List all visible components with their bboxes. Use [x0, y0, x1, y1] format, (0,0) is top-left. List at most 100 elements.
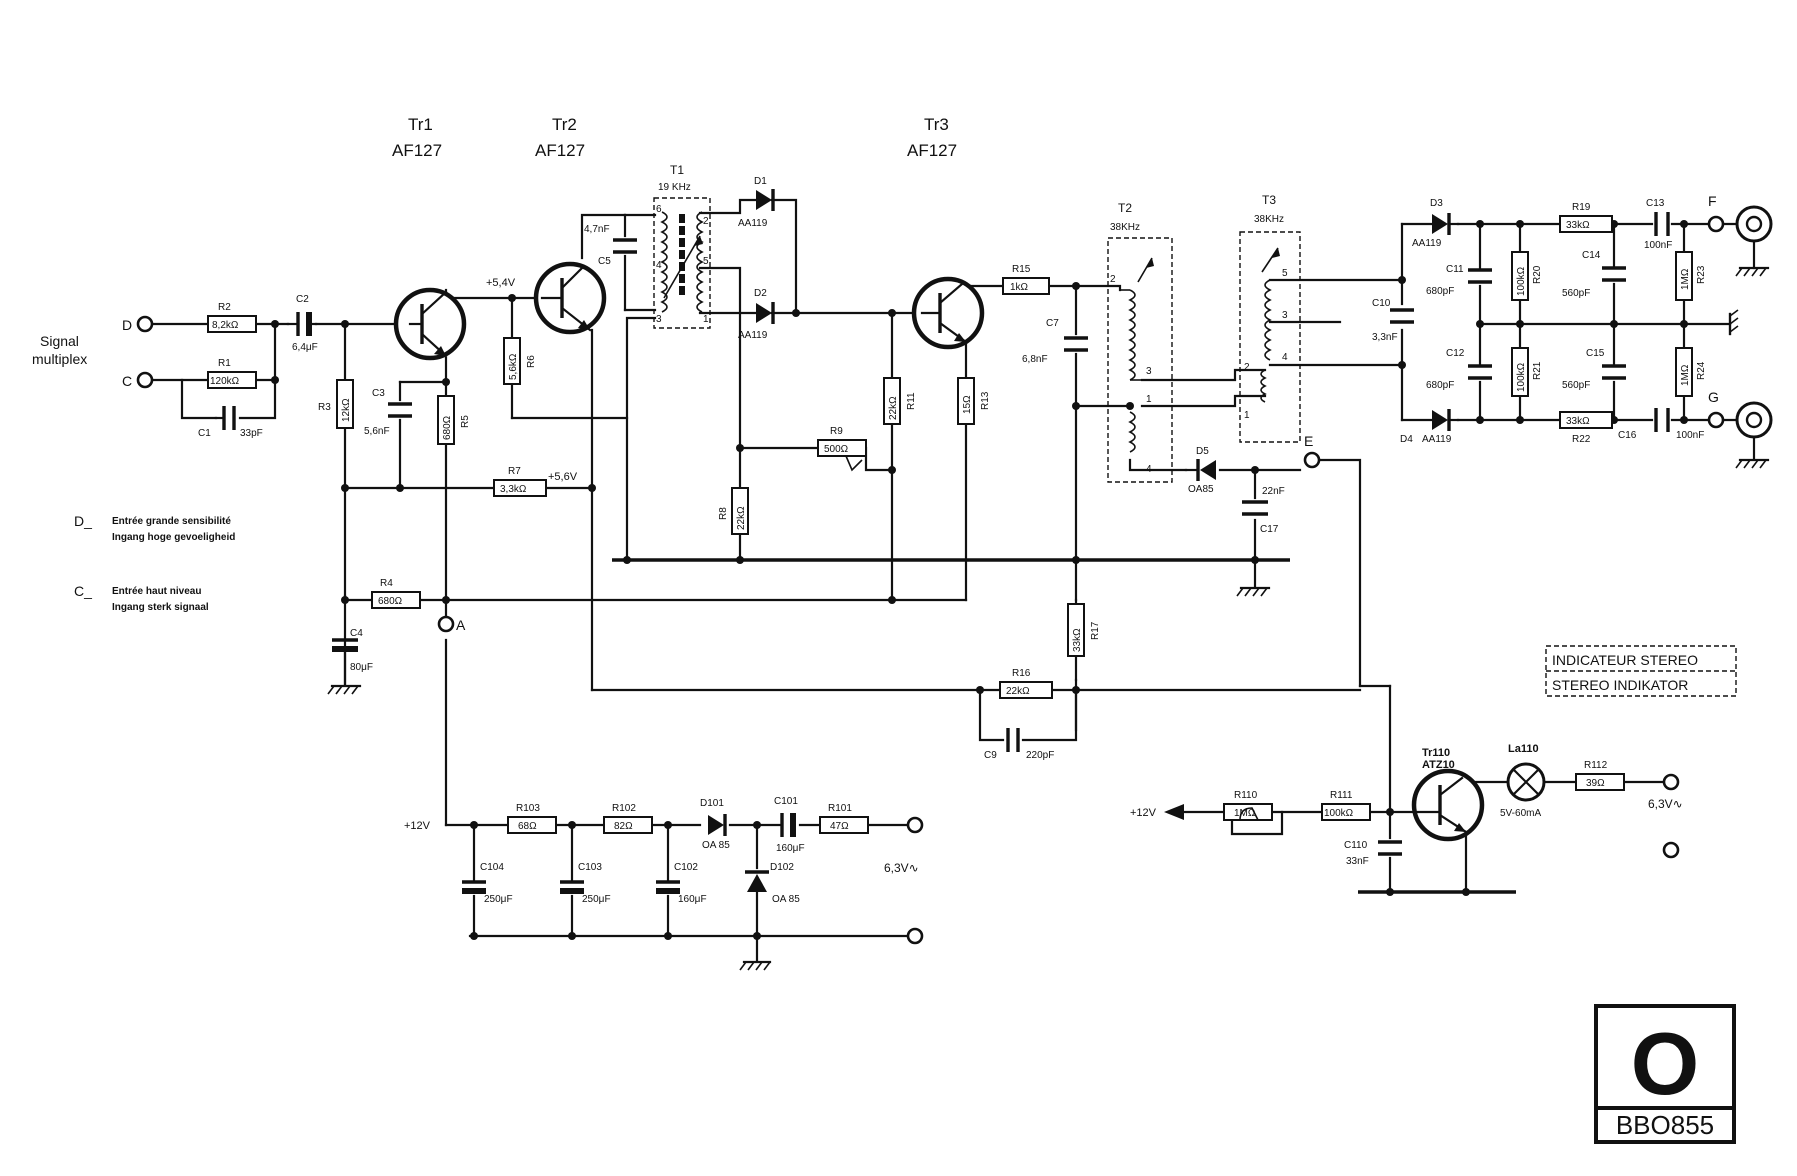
r9-wiper: [845, 455, 863, 472]
d4-name: D4: [1400, 434, 1413, 445]
c5-value: 4,7nF: [584, 224, 610, 235]
t1-freq: 19 KHz: [658, 182, 691, 193]
terminal-e: [1303, 451, 1321, 469]
capacitor-c3: [388, 402, 412, 418]
c7-name: C7: [1046, 318, 1059, 329]
r23-value: 1MΩ: [1680, 268, 1691, 290]
r21-value: 100kΩ: [1516, 362, 1527, 392]
resistor-r112: [1575, 773, 1625, 791]
tr1-type: AF127: [392, 141, 442, 160]
input-terminal-c: [136, 371, 154, 389]
r110-wiper: [1239, 807, 1259, 821]
r112-value: 39Ω: [1586, 778, 1605, 789]
tr2-name: Tr2: [552, 115, 577, 134]
tr1-name: Tr1: [408, 115, 433, 134]
c102-value: 160μF: [678, 894, 707, 905]
r5-value: 680Ω: [442, 415, 453, 440]
r3-value: 12kΩ: [341, 398, 352, 422]
resistor-r15: [1002, 277, 1050, 295]
legend-d-key: D_: [74, 513, 92, 529]
capacitor-c9: [1006, 728, 1020, 752]
ground-icon: [1728, 309, 1739, 336]
d5-name: D5: [1196, 446, 1209, 457]
terminal-g-label: G: [1708, 389, 1719, 405]
resistor-r102: [603, 816, 653, 834]
resistor-r2: [207, 315, 257, 333]
ac-input-indicator-label: 6,3V∿: [1648, 797, 1683, 811]
legend-c-key: C_: [74, 583, 92, 599]
d2-name: D2: [754, 288, 767, 299]
diode-d101: [708, 814, 727, 836]
r13-name: R13: [980, 391, 991, 410]
diode-d1: [756, 189, 775, 211]
document-badge: O BBO855: [1594, 1004, 1736, 1144]
c14-value: 560pF: [1562, 288, 1590, 299]
resistor-r11: [883, 377, 901, 425]
supply-12v-label: +12V: [404, 820, 431, 832]
t2-freq: 38KHz: [1110, 222, 1140, 233]
t1-pin-3: 3: [656, 314, 662, 325]
supply-12v-out-label: +12V: [1130, 807, 1157, 819]
r19-name: R19: [1572, 202, 1591, 213]
signal-label-2: multiplex: [32, 351, 87, 367]
r22-value: 33kΩ: [1566, 416, 1590, 427]
c3-value: 5,6nF: [364, 426, 390, 437]
r7-node-voltage: +5,6V: [548, 471, 578, 483]
d2-type: AA119: [738, 330, 768, 341]
ground-icon: [1236, 586, 1271, 597]
capacitor-c16: [1654, 408, 1670, 432]
c7-value: 6,8nF: [1022, 354, 1048, 365]
c15-name: C15: [1586, 348, 1605, 359]
resistor-r7: [493, 479, 547, 497]
capacitor-c7: [1064, 336, 1088, 352]
c1-value: 33pF: [240, 428, 263, 439]
r11-value: 22kΩ: [888, 396, 899, 420]
resistor-r8: [731, 487, 749, 535]
r13-value: 15Ω: [962, 395, 973, 414]
capacitor-c1: [214, 406, 236, 430]
r8-name: R8: [718, 507, 729, 520]
r9-value: 500Ω: [824, 444, 849, 455]
labels: Tr1 AF127 Tr2 AF127 Tr3 AF127 Tr110 ATZ1…: [32, 115, 1719, 905]
r103-value: 68Ω: [518, 821, 537, 832]
c101-name: C101: [774, 796, 798, 807]
tr110-type: ATZ10: [1422, 759, 1455, 771]
r23-name: R23: [1696, 265, 1707, 284]
c13-value: 100nF: [1644, 240, 1672, 251]
indicator-title-fr: INDICATEUR STEREO: [1552, 652, 1698, 668]
transistor-tr1: [393, 287, 467, 361]
r2-name: R2: [218, 302, 231, 313]
r7-value: 3,3kΩ: [500, 484, 527, 495]
lamp-rating: 5V-60mA: [1500, 808, 1541, 819]
d3-type: AA119: [1412, 238, 1442, 249]
r4-value: 680Ω: [378, 596, 403, 607]
capacitor-c101: [780, 813, 796, 837]
r24-name: R24: [1696, 361, 1707, 380]
t1-pin-4: 4: [656, 260, 662, 271]
badge-letter: O: [1631, 1014, 1699, 1113]
resistor-r3: [336, 379, 354, 429]
resistor-r21: [1511, 347, 1529, 397]
c104-name: C104: [480, 862, 504, 873]
diode-d3: [1432, 213, 1460, 235]
d4-type: AA119: [1422, 434, 1452, 445]
c14-name: C14: [1582, 250, 1601, 261]
junction-dots: [271, 220, 1688, 940]
legend-c-fr: Entrée haut niveau: [112, 586, 201, 597]
capacitor-c10: [1390, 308, 1414, 324]
t1-pin-6: 6: [656, 204, 662, 215]
transistor-tr2: [533, 261, 607, 335]
c16-value: 100nF: [1676, 430, 1704, 441]
r1-value: 120kΩ: [210, 376, 240, 387]
c3-name: C3: [372, 388, 385, 399]
capacitor-c14: [1602, 266, 1626, 282]
c2-name: C2: [296, 294, 309, 305]
t3-pin-3: 3: [1282, 310, 1288, 321]
r17-value: 33kΩ: [1072, 628, 1083, 652]
resistor-r20: [1511, 251, 1529, 301]
d101-name: D101: [700, 798, 724, 809]
t1-pin-2: 2: [703, 216, 709, 227]
ground-icon: [739, 960, 772, 971]
r15-value: 1kΩ: [1010, 282, 1029, 293]
